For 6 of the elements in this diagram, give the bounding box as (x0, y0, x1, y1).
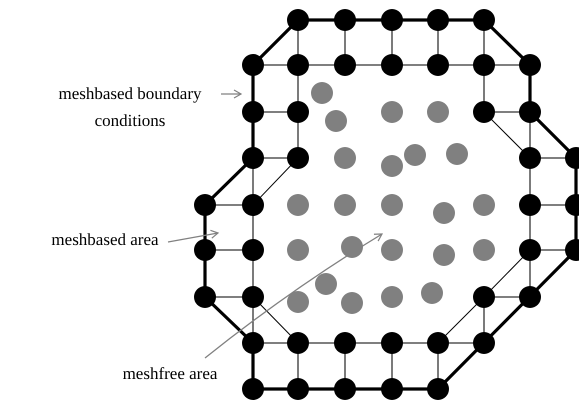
callout-label: meshbased area (50, 226, 160, 253)
leader-line (168, 230, 219, 243)
leader-line (204, 233, 383, 358)
callout-label: meshbased boundary conditions (40, 80, 220, 134)
callout-label: meshfree area (115, 360, 225, 387)
leader-line (221, 89, 242, 99)
